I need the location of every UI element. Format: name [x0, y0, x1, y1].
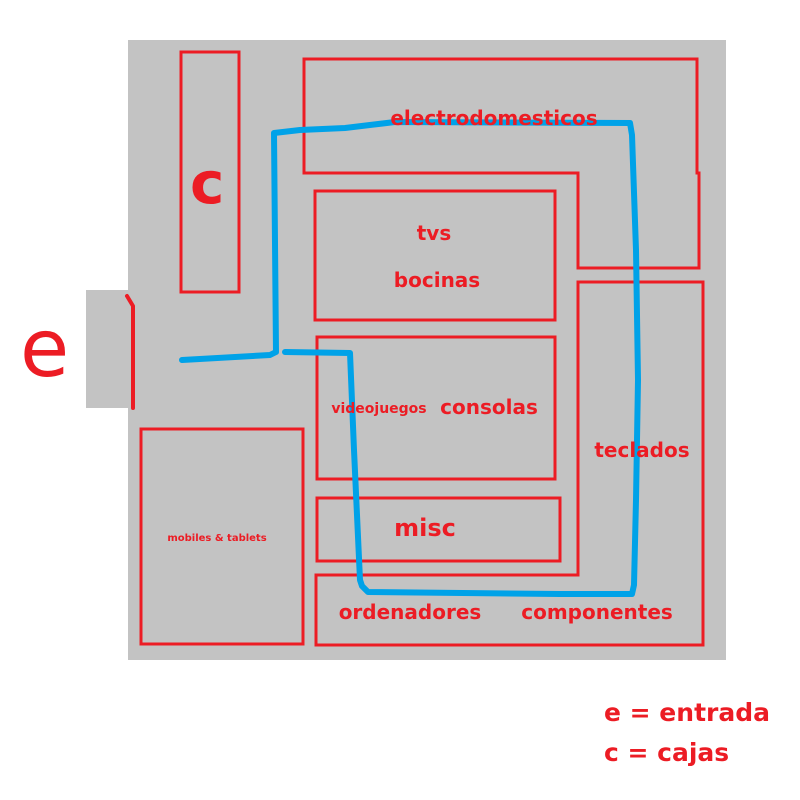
teclados-label: teclados [594, 438, 689, 462]
tvs-bocinas-zone [313, 189, 557, 322]
legend-cajas: c = cajas [604, 738, 730, 767]
electrodomesticos-zone [302, 57, 701, 270]
misc-zone [315, 496, 562, 563]
componentes-label: componentes [521, 600, 673, 624]
teclados-zone [314, 280, 705, 647]
entrance-letter: e [20, 302, 69, 395]
tvs-label: tvs [417, 221, 452, 245]
consolas-label: consolas [440, 395, 538, 419]
cajas-zone [179, 50, 241, 294]
entrance-door-mark [125, 294, 135, 410]
store-floor [128, 40, 726, 660]
misc-label: misc [394, 514, 456, 542]
mobiles-tablets-zone [139, 427, 305, 646]
electrodomesticos-label: electrodomesticos [390, 106, 597, 130]
ordenadores-label: ordenadores [339, 600, 482, 624]
videojuegos-label: videojuegos [331, 401, 426, 417]
videojuegos-consolas-zone [315, 335, 557, 481]
legend-entrada: e = entrada [604, 698, 770, 727]
cajas-letter: c [190, 149, 224, 217]
customer-route-path [179, 119, 641, 597]
entrance-corridor [86, 290, 130, 408]
mobiles-tablets-label: mobiles & tablets [167, 533, 266, 544]
bocinas-label: bocinas [394, 268, 480, 292]
